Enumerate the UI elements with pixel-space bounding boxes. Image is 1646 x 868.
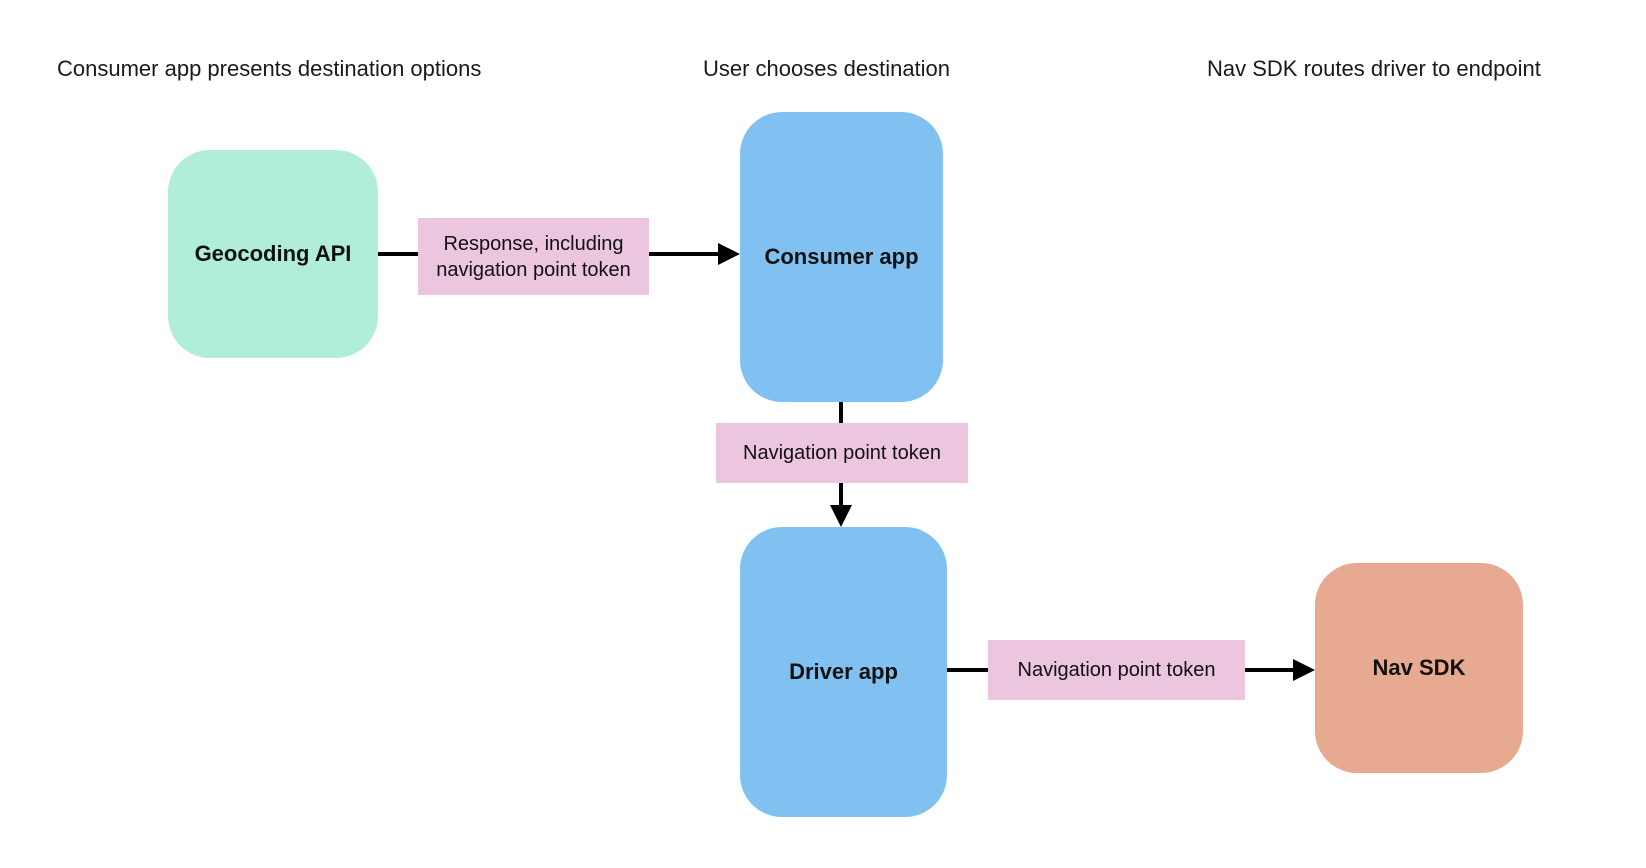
arrow-consumer-to-driver-head-icon	[830, 505, 852, 527]
phase-header-consumer-presents: Consumer app presents destination option…	[57, 56, 482, 81]
phase-header-navsdk-routes: Nav SDK routes driver to endpoint	[1207, 56, 1541, 81]
edge-label-navigation-point-token-2: Navigation point token	[988, 640, 1245, 700]
node-nav-sdk-label: Nav SDK	[1372, 655, 1466, 680]
node-geocoding-api-label: Geocoding API	[194, 241, 352, 266]
node-nav-sdk: Nav SDK	[1315, 563, 1523, 773]
node-driver-app: Driver app	[740, 527, 947, 817]
edge-label-navigation-point-token-1-text: Navigation point token	[743, 442, 941, 464]
node-consumer-app-label: Consumer app	[764, 244, 919, 269]
phase-header-user-chooses: User chooses destination	[703, 56, 951, 81]
arrow-driver-to-navsdk-head-icon	[1293, 659, 1315, 681]
edge-label-response-including-token-text: Response, including navigation point tok…	[436, 232, 631, 281]
node-driver-app-label: Driver app	[789, 659, 898, 684]
node-geocoding-api: Geocoding API	[168, 150, 378, 358]
edge-label-navigation-point-token-2-text: Navigation point token	[1017, 659, 1216, 681]
edge-label-navigation-point-token-1: Navigation point token	[716, 423, 968, 483]
edge-label-response-including-token: Response, including navigation point tok…	[418, 218, 649, 295]
node-consumer-app: Consumer app	[740, 112, 943, 402]
arrow-geocoding-to-consumer-head-icon	[718, 243, 740, 265]
